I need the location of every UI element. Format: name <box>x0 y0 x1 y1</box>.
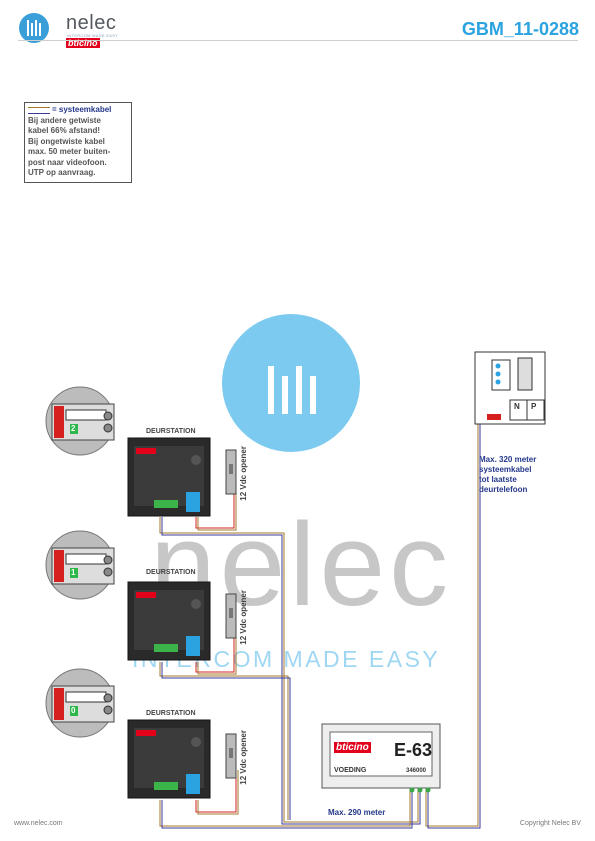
psu-label: VOEDING <box>334 767 367 774</box>
green-connector <box>154 500 178 508</box>
camera-icon <box>191 737 201 747</box>
door-station-1 <box>45 386 237 517</box>
red-connector <box>54 406 64 438</box>
red-connector <box>54 550 64 582</box>
green-connector <box>154 782 178 790</box>
handset-icon <box>517 357 533 391</box>
dip-switch <box>65 691 107 703</box>
screw-icon <box>103 567 113 577</box>
footer-website[interactable]: www.nelec.com <box>14 820 63 827</box>
psu-model: E-63 <box>394 740 433 760</box>
document-code: GBM_11-0288 <box>461 19 579 39</box>
screw-icon <box>103 693 113 703</box>
header-divider <box>18 40 578 41</box>
psu-brand: bticino <box>334 742 371 753</box>
bticino-badge <box>136 592 156 598</box>
camera-icon <box>191 455 201 465</box>
blue-connector <box>186 492 200 512</box>
green-connector <box>154 644 178 652</box>
dip-switch <box>65 409 107 421</box>
off-switch <box>487 414 501 420</box>
cable-legend-label: = systeemkabel <box>52 105 112 114</box>
door-station-3 <box>45 668 237 799</box>
phone-p-label: P <box>531 402 537 411</box>
address-jumper <box>70 568 78 578</box>
psu-panel <box>329 731 433 777</box>
phone-n-label: N <box>514 402 520 411</box>
nelec-logo: nelec INTERCOM MADE EASY bticino <box>18 12 128 48</box>
blue-connector <box>186 636 200 656</box>
watermark-circle <box>222 314 360 452</box>
door-phone <box>474 351 546 425</box>
bticino-badge <box>136 448 156 454</box>
watermark-logo-icon <box>268 366 316 414</box>
address-label: 1 <box>71 568 76 577</box>
screw-icon <box>103 411 113 421</box>
note-line: kabel 66% afstand! <box>28 126 101 135</box>
dip-switch <box>65 553 107 565</box>
cable-note: = systeemkabel Bij andere getwiste kabel… <box>24 102 132 183</box>
station-label: DEURSTATION <box>146 569 196 576</box>
logo-name: nelec <box>66 12 117 34</box>
note-line: max. 50 meter buiten- <box>28 147 111 156</box>
note-line: UTP op aanvraag. <box>28 168 96 177</box>
footer-copyright: Copyright Nelec BV <box>519 820 581 827</box>
address-label: 2 <box>71 424 76 433</box>
note-line: Bij ongetwiste kabel <box>28 136 105 146</box>
address-jumper <box>70 424 78 434</box>
note-line: post naar videofoon. <box>28 157 107 167</box>
opener-label: 12 Vdc opener <box>239 446 248 501</box>
red-connector <box>54 688 64 720</box>
screw-icon <box>103 705 113 715</box>
camera-icon <box>191 599 201 609</box>
phone-terminals <box>491 359 511 391</box>
max-320-note: Max. 320 meter systeemkabel tot laatste … <box>479 455 537 494</box>
address-jumper <box>70 706 78 716</box>
bticino-logo: bticino <box>66 38 100 48</box>
bticino-badge <box>136 730 156 736</box>
cable-legend: = systeemkabel <box>28 105 128 116</box>
address-label: 0 <box>71 706 76 715</box>
opener-label: 12 Vdc opener <box>239 590 248 645</box>
door-station-2 <box>45 530 237 661</box>
station-label: DEURSTATION <box>146 710 196 717</box>
screw-icon <box>103 555 113 565</box>
power-supply <box>321 723 441 793</box>
nelec-logo-icon <box>19 13 49 43</box>
system-cable-icon <box>28 106 50 114</box>
note-line: Bij andere getwiste <box>28 115 101 125</box>
logo-tagline: INTERCOM MADE EASY <box>67 33 119 38</box>
max-290-note: Max. 290 meter <box>328 808 386 817</box>
psu-code: 346000 <box>406 768 427 774</box>
screw-icon <box>103 423 113 433</box>
station-label: DEURSTATION <box>146 428 196 435</box>
opener-label: 12 Vdc opener <box>239 730 248 785</box>
blue-connector <box>186 774 200 794</box>
